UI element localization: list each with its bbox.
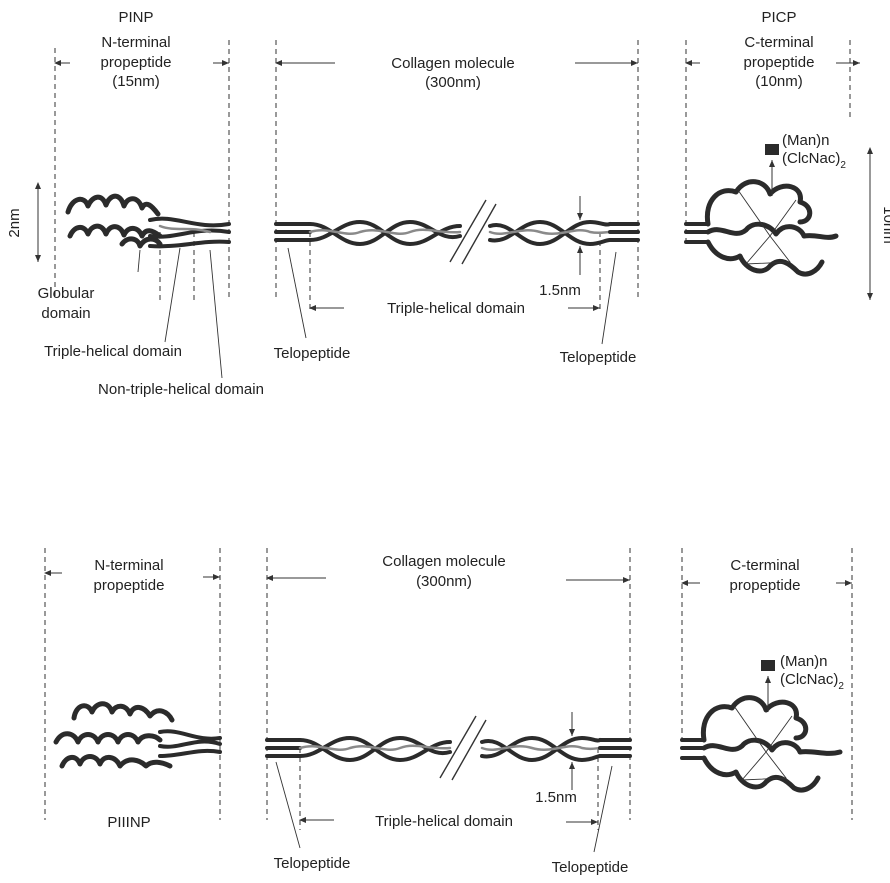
height-10nm-label: 10nm: [880, 206, 890, 244]
break-mark-1: [449, 199, 487, 263]
b-break-mark-2: [451, 719, 487, 781]
b-collagen-label: Collagen molecule: [382, 553, 505, 570]
c-terminal-label: C-terminal: [744, 34, 813, 51]
collagen-triple-helix: [274, 199, 640, 265]
telopeptide-left-label: Telopeptide: [274, 345, 351, 362]
b-clcnac-label: (ClcNac)2: [780, 671, 844, 692]
b-telopeptide-left-label: Telopeptide: [274, 855, 351, 872]
b-break-mark-1: [439, 715, 477, 779]
break-mark-2: [461, 203, 497, 265]
c-size-label: (10nm): [755, 73, 803, 90]
b-glycan-block-icon: [761, 660, 775, 671]
b-telopeptide-right-label: Telopeptide: [552, 859, 629, 876]
b-telopeptide-right-leader: [593, 765, 613, 853]
pinp-label: PINP: [118, 9, 153, 26]
b-n-terminal-label: N-terminal: [94, 557, 163, 574]
telopeptide-right-label: Telopeptide: [560, 349, 637, 366]
globular-label-2: domain: [41, 305, 90, 322]
glycan-block-icon: [765, 144, 779, 155]
b-c-globular-domain: [680, 660, 843, 793]
man-label: (Man)n: [782, 132, 830, 149]
non-triple-label: Non-triple-helical domain: [98, 381, 264, 398]
globular-label-1: Globular: [38, 285, 95, 302]
n-triple-helix: [148, 216, 231, 249]
clcnac-label: (ClcNac)2: [782, 150, 846, 171]
non-triple-leader: [209, 249, 223, 379]
piiinp-label: PIIINP: [107, 814, 150, 831]
b-collagen-size-label: (300nm): [416, 573, 472, 590]
height-2nm-label: 2nm: [6, 208, 23, 237]
width-1.5nm-label: 1.5nm: [539, 282, 581, 299]
b-c-propeptide-label: propeptide: [730, 577, 801, 594]
telopeptide-left-leader: [287, 247, 307, 339]
c-propeptide-label: propeptide: [744, 54, 815, 71]
n-size-label: (15nm): [112, 73, 160, 90]
triple-center-label: Triple-helical domain: [387, 300, 525, 317]
b-triple-center-label: Triple-helical domain: [375, 813, 513, 830]
b-width-1.5nm-label: 1.5nm: [535, 789, 577, 806]
b-collagen-triple-helix: [265, 715, 632, 781]
b-c-terminal-label: C-terminal: [730, 557, 799, 574]
c-globular-domain: [684, 144, 839, 277]
n-propeptide-label: propeptide: [101, 54, 172, 71]
bottom-panel: N-terminal propeptide Collagen molecule …: [44, 548, 853, 876]
telopeptide-right-leader: [601, 251, 617, 345]
triple-left-label: Triple-helical domain: [44, 343, 182, 360]
b-n-globular-domain: [53, 701, 175, 769]
collagen-size-label: (300nm): [425, 74, 481, 91]
top-panel: PINP N-terminal propeptide (15nm) Collag…: [6, 9, 890, 398]
globular-leader: [137, 249, 141, 273]
b-n-triple-helix: [158, 729, 222, 758]
triple-left-leader: [164, 247, 181, 343]
picp-label: PICP: [761, 9, 796, 26]
collagen-label: Collagen molecule: [391, 55, 514, 72]
b-n-propeptide-label: propeptide: [94, 577, 165, 594]
b-telopeptide-left-leader: [275, 761, 301, 849]
b-man-label: (Man)n: [780, 653, 828, 670]
n-globular-domain: [65, 193, 163, 249]
n-terminal-label: N-terminal: [101, 34, 170, 51]
